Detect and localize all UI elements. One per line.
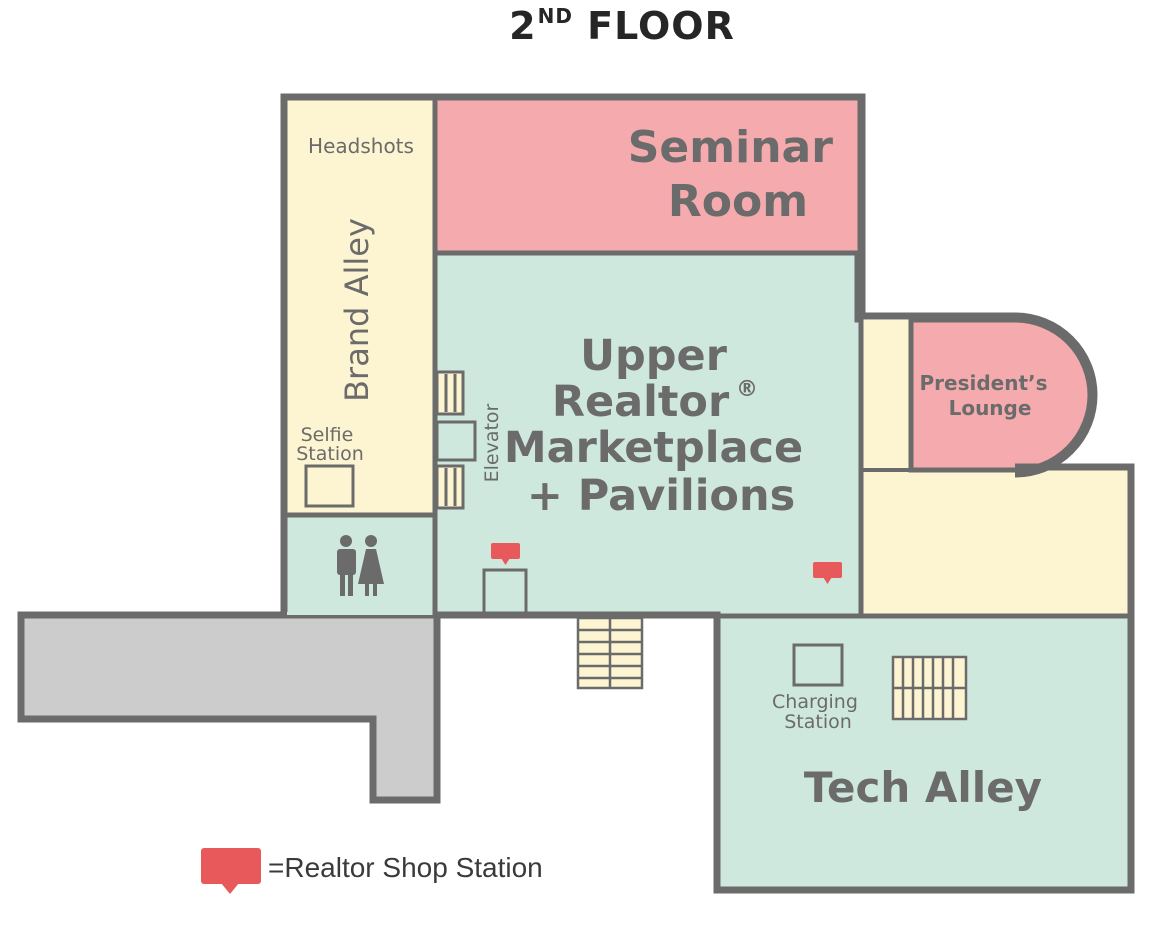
stairs-icon	[576, 616, 644, 690]
marketplace-label: Upper Realtor Marketplace + Pavilions	[504, 331, 818, 521]
charging-station-box	[792, 643, 844, 687]
gray-wing-area	[17, 611, 441, 804]
registered-mark: ®	[736, 377, 758, 402]
realtor-shop-station-marker-icon	[491, 543, 520, 565]
realtor-shop-station-marker-icon	[813, 562, 842, 584]
marketplace-east-wall	[854, 253, 864, 615]
marketplace-area	[435, 253, 861, 615]
tech-alley-stairs-icon	[891, 655, 968, 721]
legend-label: =Realtor Shop Station	[268, 852, 543, 883]
presidents-lounge-label: President’s Lounge	[920, 371, 1055, 420]
restroom-area	[287, 515, 435, 615]
map-legend: =Realtor Shop Station	[200, 846, 543, 896]
elevator-stairs-icon	[435, 370, 477, 510]
tech-alley-label: Tech Alley	[804, 763, 1042, 812]
lounge-corridor-area	[861, 320, 913, 470]
outer-wall	[280, 93, 1015, 612]
brand-alley-area	[287, 100, 435, 515]
east-wall	[437, 463, 1135, 894]
selfie-station-label: Selfie Station	[296, 424, 364, 465]
right-yellow-area	[861, 470, 1130, 616]
floor-title: 2ND FLOOR	[509, 4, 735, 48]
restroom-icon	[337, 535, 384, 596]
realtor-shop-station-marker-icon	[201, 848, 261, 894]
selfie-station-box	[304, 464, 355, 508]
entrance-doorway	[482, 568, 528, 613]
charging-station-label: Charging Station	[772, 691, 864, 733]
presidents-lounge-area	[908, 317, 1093, 473]
headshots-label: Headshots	[308, 134, 414, 158]
elevator-label: Elevator	[481, 403, 503, 482]
seminar-room-area	[435, 100, 860, 253]
brand-alley-label: Brand Alley	[338, 218, 376, 402]
seminar-room-label: Seminar Room	[628, 122, 849, 227]
